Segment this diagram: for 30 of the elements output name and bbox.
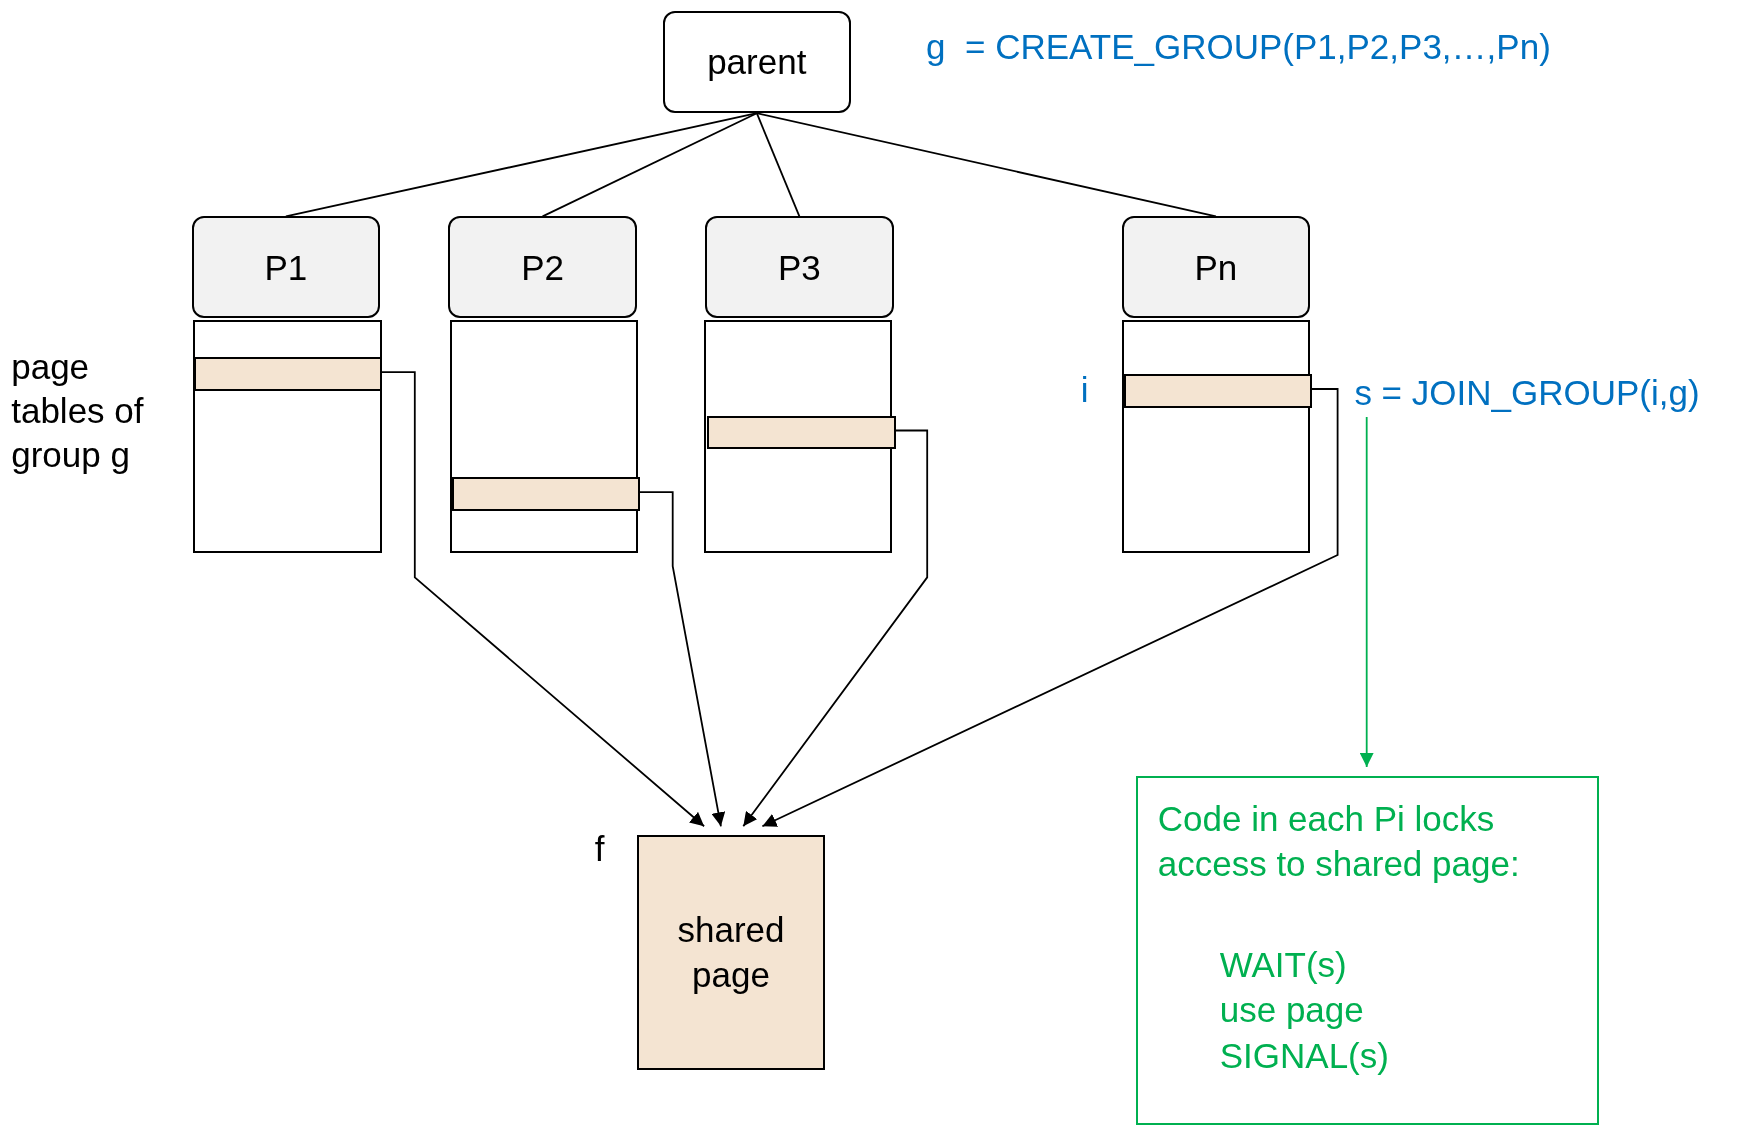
entry-label: i — [1080, 368, 1089, 411]
table-entry — [451, 477, 640, 511]
connector-line — [755, 112, 1217, 218]
arrow — [1359, 416, 1374, 768]
connector-line — [755, 112, 801, 218]
code-line: WAIT(s) — [1219, 943, 1347, 986]
annotation-text: s = JOIN_GROUP(i,g) — [1354, 367, 1742, 418]
connector-line — [541, 112, 758, 218]
process-box: P2 — [448, 216, 637, 319]
side-label: page tables of group g — [11, 346, 145, 476]
note-text: Code in each Pi locks access to shared page: — [1157, 797, 1521, 886]
table-entry — [1124, 374, 1312, 408]
process-box: P1 — [191, 216, 381, 319]
note-box — [1135, 775, 1599, 1125]
page-table — [449, 319, 638, 553]
arrow — [761, 388, 1339, 828]
table-entry — [193, 357, 383, 392]
code-line: SIGNAL(s) — [1219, 1034, 1389, 1077]
arrow — [742, 429, 929, 828]
code-line: use page — [1219, 989, 1364, 1032]
formula-text: g = CREATE_GROUP(P1,P2,P3,…,Pn) — [926, 25, 1551, 68]
page-table — [704, 319, 893, 553]
process-box: parent — [662, 11, 851, 114]
page-box: shared page — [636, 835, 826, 1070]
process-box: P3 — [705, 216, 894, 319]
process-box: Pn — [1122, 216, 1310, 319]
node-caption: f — [594, 828, 605, 871]
page-table — [1122, 319, 1310, 553]
table-entry — [707, 415, 896, 450]
page-table — [192, 319, 383, 553]
